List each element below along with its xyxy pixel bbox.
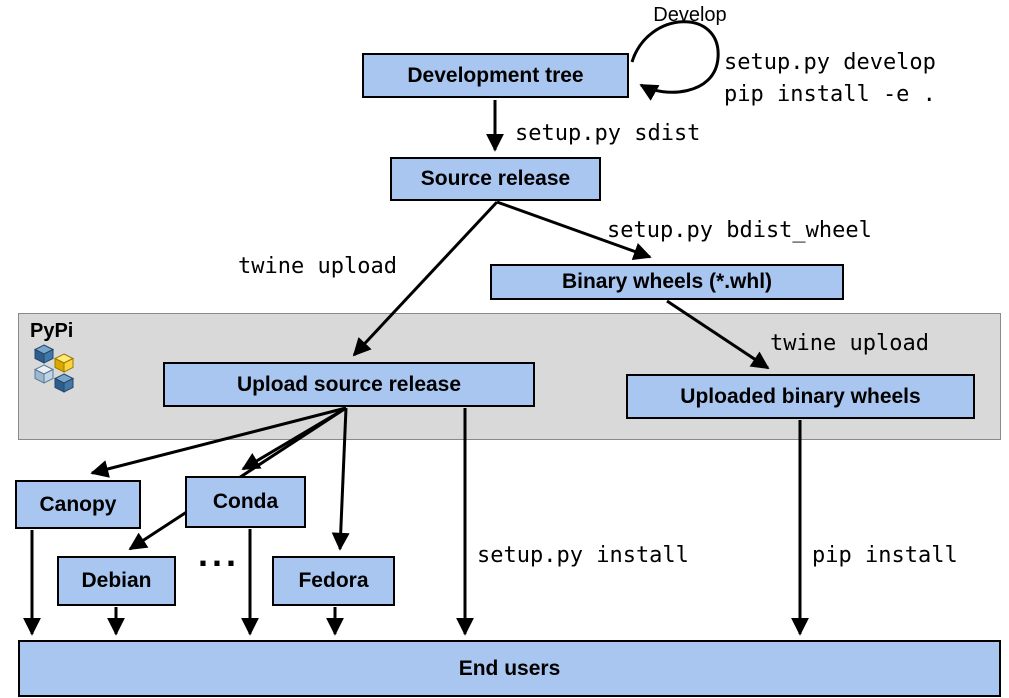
- label-twine-upload-left: twine upload: [238, 254, 397, 279]
- node-uploaded-binary-wheels: Uploaded binary wheels: [626, 374, 975, 419]
- node-canopy: Canopy: [15, 480, 141, 529]
- arrow-twine-upload-right: [666, 299, 770, 370]
- node-source-release: Source release: [390, 157, 601, 201]
- label-pip-install-e: pip install -e .: [724, 82, 936, 107]
- label-develop: Develop: [653, 4, 727, 26]
- label-twine-upload-right: twine upload: [770, 331, 929, 356]
- label-ellipsis: ...: [198, 533, 241, 574]
- node-debian: Debian: [57, 556, 176, 606]
- label-pip-install: pip install: [812, 543, 958, 568]
- label-sdist: setup.py sdist: [515, 121, 701, 146]
- arrow-to-fedora: [331, 407, 350, 551]
- node-development-tree: Development tree: [362, 53, 629, 98]
- pypi-logo-icon: [33, 344, 75, 393]
- node-fedora: Fedora: [272, 556, 395, 606]
- label-pypi: PyPi: [30, 320, 74, 342]
- label-setup-develop: setup.py develop: [724, 50, 936, 75]
- arrow-to-canopy: [90, 406, 347, 478]
- node-binary-wheels: Binary wheels (*.whl): [490, 264, 844, 300]
- node-conda: Conda: [185, 476, 306, 528]
- node-end-users: End users: [18, 640, 1001, 697]
- arrow-bdist-wheel: [496, 200, 652, 260]
- label-bdist-wheel: setup.py bdist_wheel: [607, 218, 872, 243]
- label-setup-install: setup.py install: [477, 543, 689, 568]
- node-upload-source-release: Upload source release: [163, 362, 535, 407]
- arrow-twine-upload-left: [352, 200, 499, 357]
- arrow-develop-loop: [630, 20, 720, 101]
